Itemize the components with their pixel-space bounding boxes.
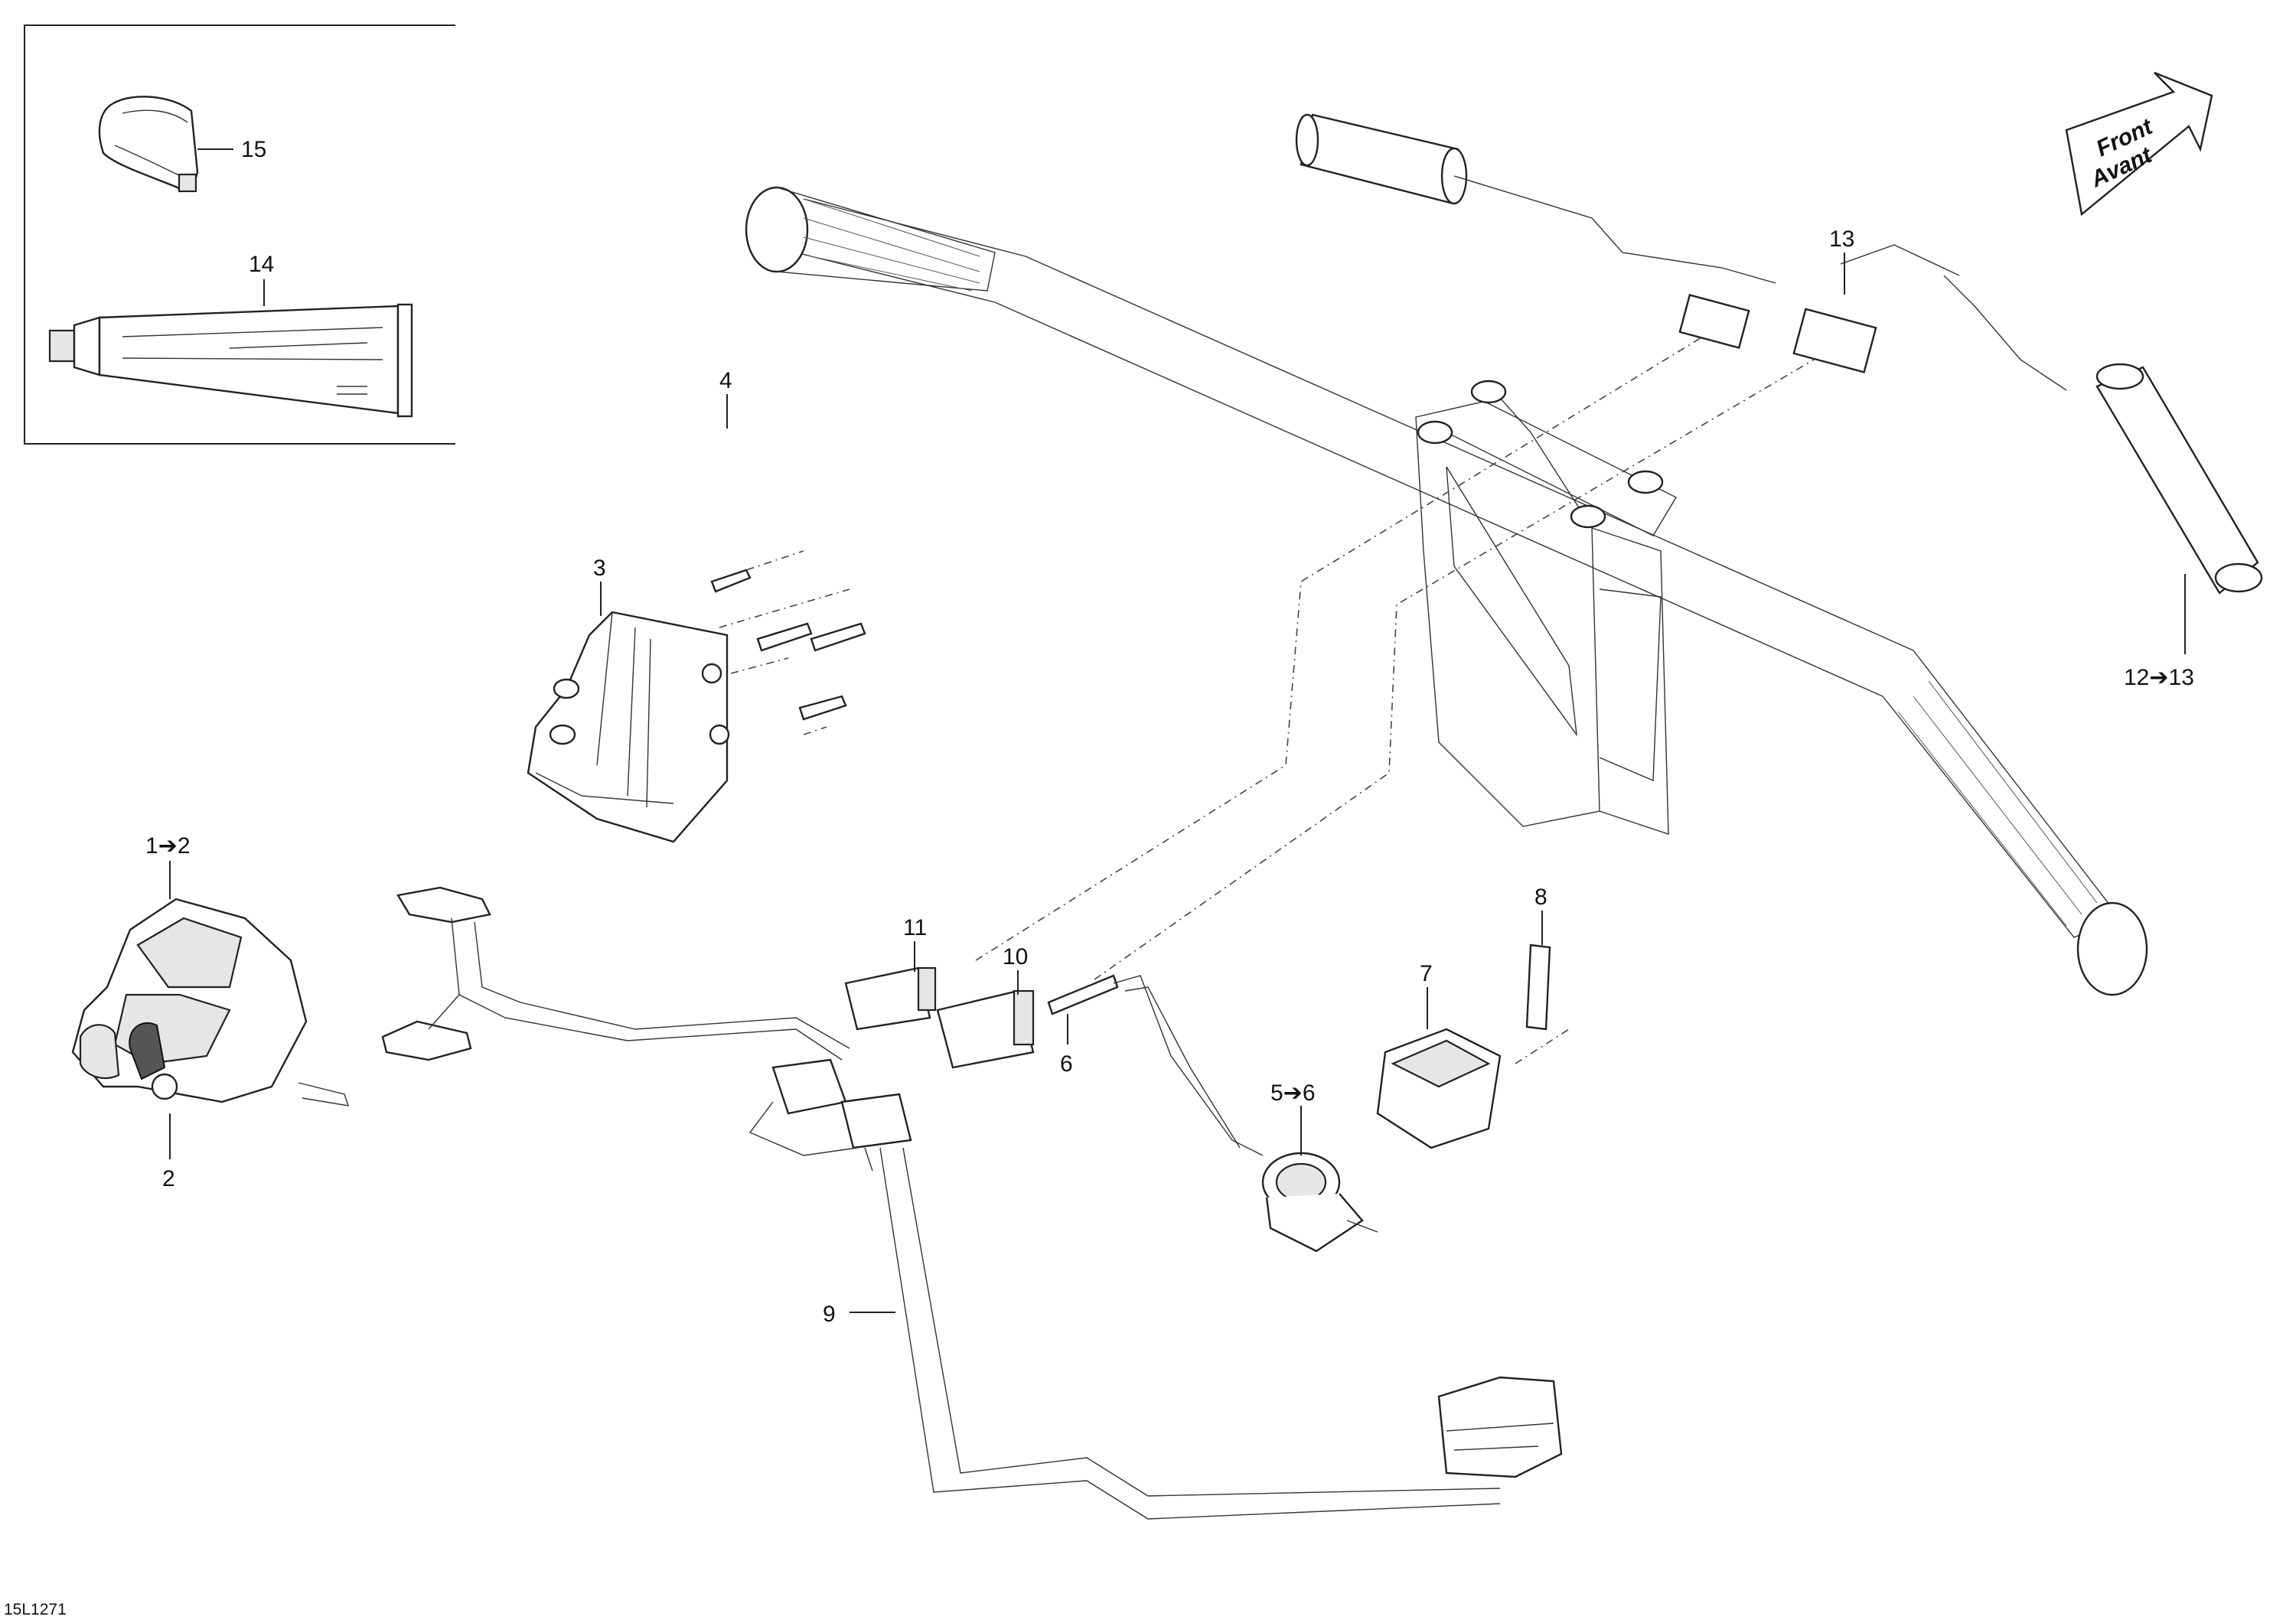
- control-module: [1437, 1376, 1563, 1478]
- right-grip: [1882, 650, 2148, 996]
- part-12-heating-element-left: [1295, 113, 1468, 205]
- handlebar-assembly: [745, 113, 2263, 996]
- part-7-grommet: [1376, 1028, 1502, 1149]
- callout-11: 11: [903, 915, 927, 940]
- part-5-sensor: [1261, 1152, 1378, 1253]
- left-grip: [745, 186, 996, 292]
- callout-8: 8: [1534, 885, 1548, 910]
- part-4-screws: [710, 569, 866, 721]
- handlebar-riser: [1415, 380, 1677, 835]
- figure-id: 15L1271: [4, 1601, 67, 1618]
- callout-12: 12➔13: [2124, 665, 2194, 690]
- phantom-lines: [711, 336, 1815, 1064]
- callout-5: 5➔6: [1270, 1080, 1316, 1106]
- callout-14: 14: [249, 252, 274, 277]
- part-15-sleeve: [98, 96, 199, 193]
- callout-9: 9: [823, 1302, 836, 1327]
- callout-7: 7: [1420, 961, 1433, 986]
- direction-arrow: Front Avant: [2065, 71, 2213, 217]
- element-connector-left: [1678, 294, 1750, 349]
- part-1-switch-housing: [71, 898, 350, 1106]
- callout-3: 3: [593, 556, 606, 581]
- callout-15: 15: [241, 137, 266, 162]
- callout-6: 6: [1060, 1051, 1073, 1077]
- part-9-harness: [381, 886, 1501, 1520]
- callout-leaders: [169, 148, 2186, 1313]
- inset-panel: [24, 24, 455, 445]
- callout-13: 13: [1829, 227, 1854, 252]
- part-14-compound-tube: [48, 303, 413, 418]
- part-10-connector: [936, 989, 1035, 1069]
- element-connector-right: [1792, 308, 1877, 373]
- callout-1: 1➔2: [145, 833, 191, 859]
- callout-4: 4: [719, 368, 732, 393]
- part-11-connector: [844, 966, 937, 1031]
- part-3-housing: [527, 611, 730, 843]
- part-6-terminal: [1047, 974, 1264, 1156]
- part-12-heating-element-right: [2095, 363, 2263, 595]
- callout-2: 2: [162, 1166, 175, 1191]
- part-8-pin: [1525, 943, 1551, 1031]
- callout-10: 10: [1003, 944, 1028, 970]
